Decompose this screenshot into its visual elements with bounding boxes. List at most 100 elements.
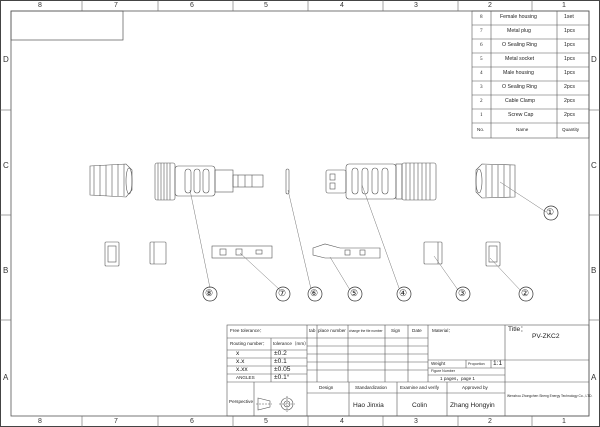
grid-col-label: 6 — [190, 2, 194, 9]
grid-col-label: 8 — [38, 2, 42, 9]
cable-clamp-left — [104, 241, 120, 267]
bom-no: 8 — [480, 14, 483, 20]
bom-header-no: No. — [477, 127, 485, 132]
tol-value: ±0.1 — [274, 358, 287, 365]
grid-col-label: 3 — [414, 418, 418, 425]
standardization-label: Standardization — [355, 385, 387, 390]
bom-qty: 2pcs — [564, 112, 575, 118]
examine-name: Colin — [412, 402, 428, 409]
bom-name: Metal plug — [507, 28, 531, 34]
grid-col-label: 4 — [340, 2, 344, 9]
bom-name: Screw Cap — [508, 112, 534, 118]
free-tolerance-label: Free tolerance： — [230, 328, 265, 333]
tol-value: ±0.05 — [274, 366, 291, 373]
bom-qty: 1pcs — [564, 70, 575, 76]
place-number-label: place number — [318, 328, 346, 333]
bom-no: 3 — [480, 84, 483, 90]
callout-5: ⑤ — [350, 288, 359, 298]
grid-col-label: 1 — [562, 418, 566, 425]
examine-label: Examine and verify — [400, 385, 440, 390]
callout-7: ⑦ — [278, 288, 287, 298]
grid-col-label: 7 — [114, 2, 118, 9]
grid-col-label: 3 — [414, 2, 418, 9]
grid-row-label: B — [591, 266, 597, 275]
perspective-cone-icon — [257, 397, 271, 411]
bom-qty: 1pcs — [564, 28, 575, 34]
bom-no: 2 — [480, 98, 483, 104]
callout-8: ⑧ — [205, 288, 214, 298]
drawing-number-box — [10, 10, 124, 41]
metal-socket — [312, 243, 381, 259]
tolerance-mm-label: tolerance（mm） — [273, 341, 309, 346]
callout-circles — [202, 205, 559, 302]
male-housing — [325, 162, 437, 201]
bom-name: Male housing — [503, 70, 534, 76]
approved-name: Zhang Hongyin — [450, 402, 495, 409]
material-label: Material： — [432, 328, 453, 333]
pages-label: 1 pages，page 1 — [440, 376, 475, 381]
exploded-view — [89, 162, 559, 302]
bom-header-qty: Quantity — [562, 127, 580, 132]
o-ring-right — [423, 241, 443, 265]
o-ring-left — [149, 241, 167, 265]
bom-name: O Sealing Ring — [502, 42, 537, 48]
company-name: Wenzhou Zhongchen Sheng Energy Technolog… — [507, 394, 593, 398]
leader-lines — [189, 181, 547, 292]
title-label: Title： — [508, 326, 527, 333]
standardization-name: Hao Jinxia — [353, 402, 384, 409]
female-housing — [154, 162, 264, 201]
grid-col-label: 7 — [114, 418, 118, 425]
callout-3: ③ — [458, 288, 467, 298]
proportion-value: 1:1 — [493, 360, 503, 367]
grid-row-label: D — [3, 55, 9, 64]
tol-value: ±0.2 — [274, 350, 287, 357]
grid-col-label: 2 — [488, 2, 492, 9]
bom-qty: 1pcs — [564, 42, 575, 48]
grid-row-label: C — [3, 161, 9, 170]
bom-name: Cable Clamp — [505, 98, 535, 104]
grid-row-label: C — [591, 161, 597, 170]
callout-2: ② — [521, 288, 530, 298]
proportion-label: Proportion — [468, 362, 485, 366]
grid-col-label: 5 — [264, 418, 268, 425]
tol-value: ±0.1° — [274, 374, 290, 381]
bom-qty: 2pcs — [564, 84, 575, 90]
callout-6: ⑥ — [310, 288, 319, 298]
metal-plug — [211, 245, 273, 259]
screw-cap-right — [475, 163, 516, 199]
grid-col-label: 2 — [488, 418, 492, 425]
grid-col-label: 4 — [340, 418, 344, 425]
bom-no: 5 — [480, 56, 483, 62]
grid-col-label: 8 — [38, 418, 42, 425]
grid-row-label: D — [591, 55, 597, 64]
change-file-label: change the file number — [349, 329, 383, 333]
grid-col-label: 5 — [264, 2, 268, 9]
tab-label: tab — [309, 328, 316, 333]
bom-name: Metal socket — [505, 56, 535, 62]
grid-col-label: 6 — [190, 418, 194, 425]
tol-key: x.xx — [236, 366, 248, 373]
approved-label: Approved by — [462, 385, 488, 390]
bom-no: 7 — [480, 28, 483, 34]
sign-label: Sign — [391, 328, 401, 333]
bom-table — [471, 10, 590, 139]
grid-row-label: A — [591, 373, 597, 382]
perspective-label: Perspective — [229, 399, 254, 404]
bom-header-name: Name — [516, 127, 529, 132]
bom-qty: 1set — [564, 14, 574, 20]
bom-qty: 1pcs — [564, 56, 575, 62]
bom-no: 1 — [480, 112, 483, 118]
weight-label: Weight — [431, 361, 446, 366]
tol-key: x — [236, 350, 240, 357]
tol-key: x.x — [236, 358, 245, 365]
routing-number-label: Routing number： — [230, 341, 268, 346]
grid-row-label: A — [3, 373, 9, 382]
callout-4: ④ — [399, 288, 408, 298]
tol-key: ANGLES — [236, 375, 255, 380]
bom-qty: 2pcs — [564, 98, 575, 104]
o-ring-thin — [285, 168, 290, 195]
date-label: Date — [412, 328, 422, 333]
title-value: PV-ZKC2 — [532, 333, 560, 340]
